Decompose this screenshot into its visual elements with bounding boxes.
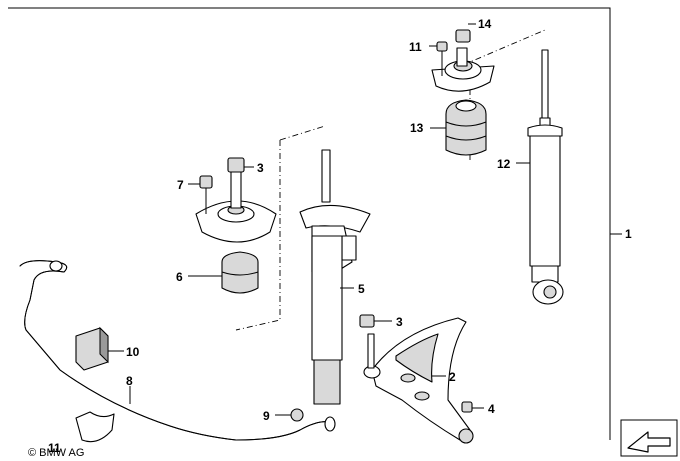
- callout-2: 2: [449, 370, 456, 384]
- assembly-frame: [8, 7, 611, 440]
- front-strut-outline-dashed: [235, 125, 326, 331]
- callout-5: 5: [358, 282, 365, 296]
- callout-8: 8: [126, 374, 133, 388]
- front-strut: [299, 149, 371, 405]
- front-bump-stop: [221, 251, 259, 294]
- copyright-label: © BMW AG: [28, 447, 84, 459]
- stabilizer-bar: [19, 260, 336, 441]
- callout-13: 13: [410, 121, 424, 135]
- callout-1: 1: [625, 227, 632, 241]
- callout-3-lower: 3: [396, 315, 403, 329]
- callout-6: 6: [176, 270, 183, 284]
- callout-4: 4: [488, 402, 495, 416]
- callout-12: 12: [497, 157, 511, 171]
- callout-14: 14: [478, 17, 492, 31]
- callout-11-upper: 11: [409, 40, 422, 54]
- callout-11-lower: 11: [48, 441, 61, 455]
- rear-shock-outline-dashed: [469, 29, 546, 160]
- callout-7: 7: [177, 178, 184, 192]
- stabilizer-bracket: [75, 411, 115, 443]
- leader-lines: [108, 23, 530, 416]
- arrow-navigation-icon[interactable]: [620, 419, 678, 457]
- rear-bump-stop: [445, 99, 487, 156]
- control-arm: [363, 317, 474, 444]
- callout-3-upper: 3: [257, 161, 264, 175]
- stabilizer-rubber-mount: [75, 326, 109, 371]
- callout-9: 9: [263, 409, 270, 423]
- rear-strut-mount: [431, 29, 495, 92]
- front-strut-mount: [195, 157, 277, 243]
- nut-part-3: [359, 314, 375, 328]
- nut-part-9: [290, 408, 304, 422]
- rear-shock-absorber: [527, 49, 564, 305]
- callout-10: 10: [126, 345, 140, 359]
